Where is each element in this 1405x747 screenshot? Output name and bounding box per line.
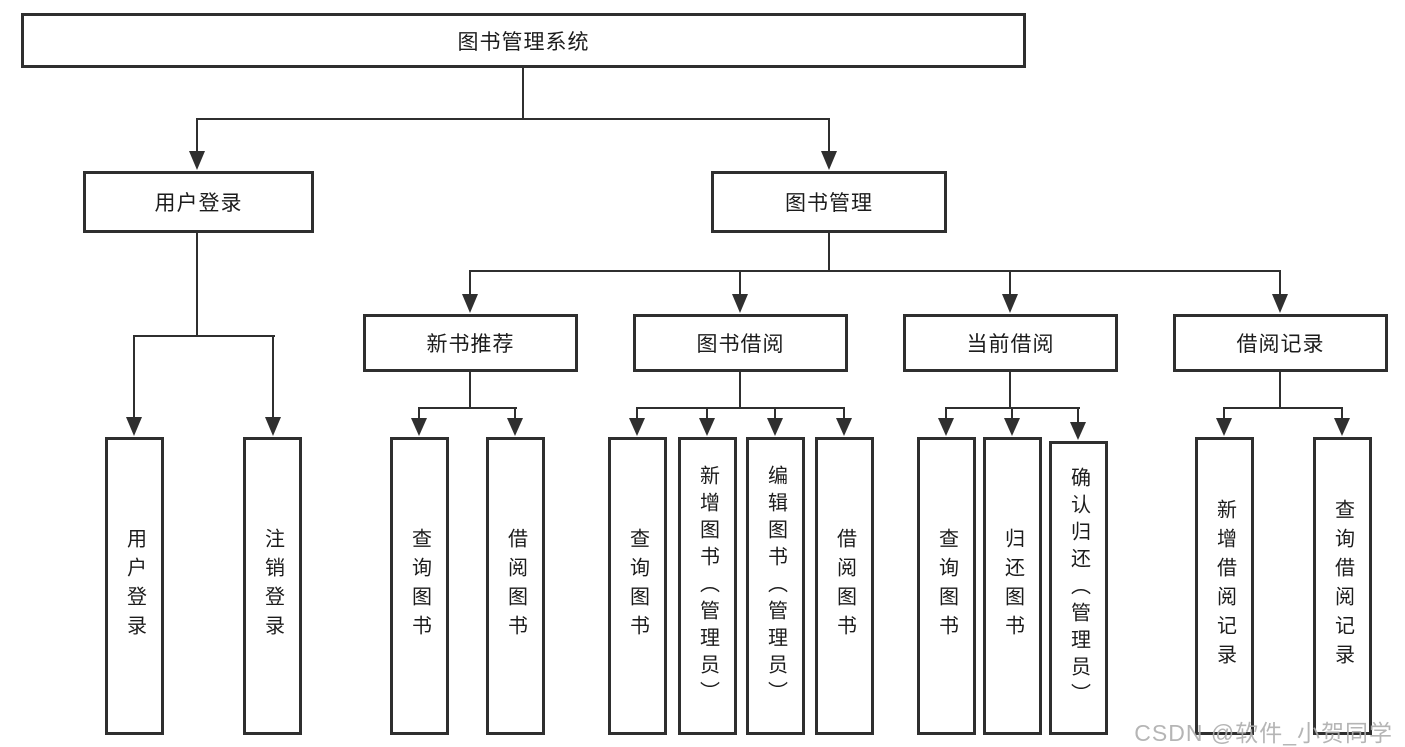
- arrowhead-icon: [699, 418, 715, 436]
- leaf-current-query-book: 查询图书: [917, 437, 976, 735]
- arrowhead-icon: [189, 151, 205, 170]
- edge-line: [133, 232, 275, 418]
- leaf-recommend-query-book: 查询图书: [390, 437, 449, 735]
- node-new-book-recommend: 新书推荐: [363, 314, 578, 372]
- leaf-records-query-record: 查询借阅记录: [1313, 437, 1372, 735]
- edges-recommend-to-leaves: [411, 371, 523, 436]
- node-root: 图书管理系统: [21, 13, 1026, 68]
- leaf-label: 查询图书: [626, 528, 649, 644]
- leaf-label: 借阅图书: [833, 528, 856, 644]
- leaf-user-login: 用户登录: [105, 437, 164, 735]
- leaf-label: 注销登录: [261, 528, 284, 644]
- leaf-borrow-borrow-book: 借阅图书: [815, 437, 874, 735]
- node-book-management-label: 图书管理: [785, 192, 873, 215]
- leaf-records-add-record: 新增借阅记录: [1195, 437, 1254, 735]
- arrowhead-icon: [732, 294, 748, 313]
- leaf-label: 归还图书: [1001, 528, 1024, 644]
- arrowhead-icon: [1002, 294, 1018, 313]
- leaf-label: 借阅图书: [504, 528, 527, 644]
- node-current-borrow-label: 当前借阅: [966, 333, 1055, 356]
- arrowhead-icon: [836, 418, 852, 436]
- leaf-logout-login: 注销登录: [243, 437, 302, 735]
- edge-line: [418, 371, 517, 419]
- edge-line: [1223, 371, 1343, 419]
- edges-book-management-to-level3: [462, 232, 1288, 313]
- arrowhead-icon: [462, 294, 478, 313]
- arrowhead-icon: [1070, 422, 1086, 440]
- arrowhead-icon: [1216, 418, 1232, 436]
- edge-line: [469, 232, 1281, 295]
- edge-line: [196, 67, 830, 152]
- leaf-borrow-add-book-admin: 新增图书（管理员）: [678, 437, 737, 735]
- leaf-recommend-borrow-book: 借阅图书: [486, 437, 545, 735]
- leaf-label: 用户登录: [123, 528, 146, 644]
- node-book-borrow-label: 图书借阅: [696, 333, 785, 356]
- leaf-borrow-query-book: 查询图书: [608, 437, 667, 735]
- arrowhead-icon: [821, 151, 837, 170]
- node-root-label: 图书管理系统: [457, 30, 590, 54]
- edge-line: [636, 371, 845, 419]
- node-borrow-records-label: 借阅记录: [1236, 333, 1325, 356]
- leaf-current-return-book: 归还图书: [983, 437, 1042, 735]
- leaf-label: 确认归还（管理员）: [1067, 466, 1090, 710]
- arrowhead-icon: [411, 418, 427, 436]
- node-book-management: 图书管理: [711, 171, 947, 233]
- edge-line: [945, 371, 1080, 423]
- leaf-label: 查询图书: [935, 528, 958, 644]
- node-current-borrow: 当前借阅: [903, 314, 1118, 372]
- edges-user-login-to-leaves: [126, 232, 281, 436]
- arrowhead-icon: [1334, 418, 1350, 436]
- leaf-borrow-edit-book-admin: 编辑图书（管理员）: [746, 437, 805, 735]
- node-user-login: 用户登录: [83, 171, 314, 233]
- leaf-label: 查询图书: [408, 528, 431, 644]
- leaf-label: 新增借阅记录: [1213, 499, 1236, 673]
- arrowhead-icon: [938, 418, 954, 436]
- arrowhead-icon: [767, 418, 783, 436]
- arrowhead-icon: [1004, 418, 1020, 436]
- leaf-current-confirm-return-admin: 确认归还（管理员）: [1049, 441, 1108, 735]
- leaf-label: 查询借阅记录: [1331, 499, 1354, 673]
- csdn-watermark: CSDN @软件_小贺同学: [1134, 720, 1393, 746]
- arrowhead-icon: [265, 417, 281, 436]
- arrowhead-icon: [629, 418, 645, 436]
- edges-root-to-level2: [189, 67, 837, 170]
- edges-records-to-leaves: [1216, 371, 1350, 436]
- arrowhead-icon: [126, 417, 142, 436]
- arrowhead-icon: [1272, 294, 1288, 313]
- node-borrow-records: 借阅记录: [1173, 314, 1388, 372]
- node-book-borrow: 图书借阅: [633, 314, 848, 372]
- node-user-login-label: 用户登录: [154, 192, 243, 215]
- leaf-label: 新增图书（管理员）: [696, 464, 719, 708]
- node-new-book-recommend-label: 新书推荐: [426, 333, 515, 356]
- edges-current-to-leaves: [938, 371, 1086, 440]
- edges-borrow-to-leaves: [629, 371, 852, 436]
- arrowhead-icon: [507, 418, 523, 436]
- leaf-label: 编辑图书（管理员）: [764, 464, 787, 708]
